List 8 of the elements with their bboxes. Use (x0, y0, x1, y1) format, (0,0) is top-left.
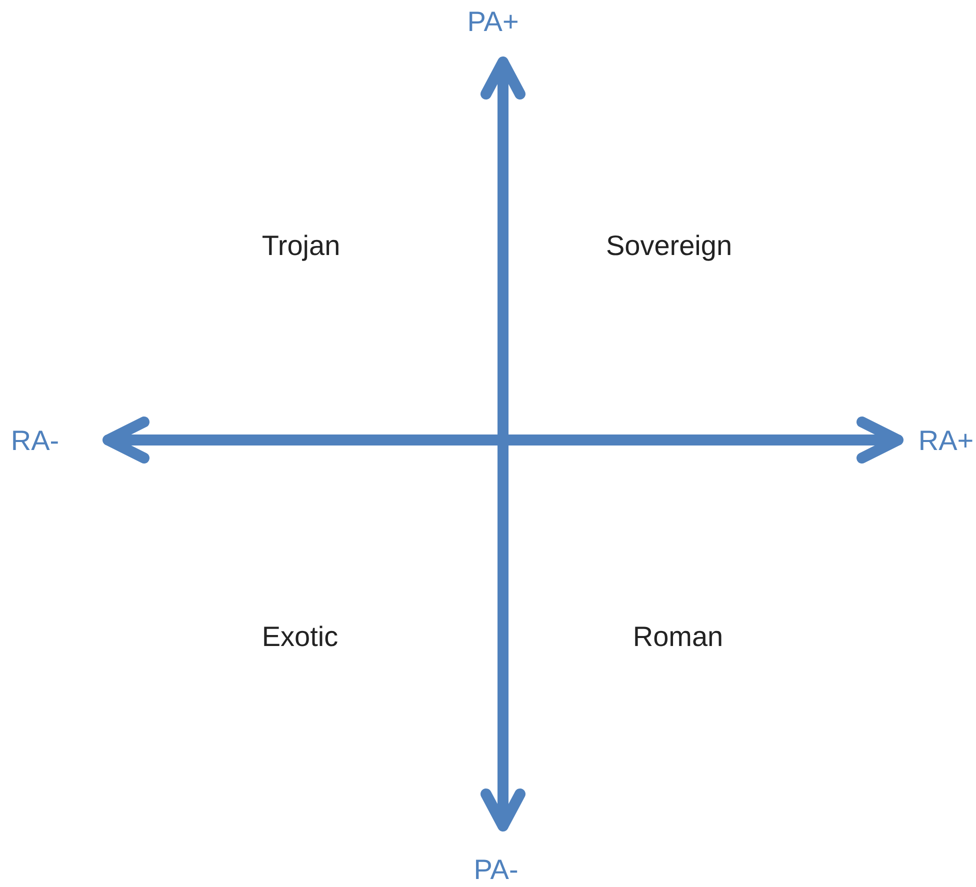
axis-label: PA+ (467, 6, 519, 38)
axis-label: RA- (10, 424, 60, 458)
axis-label: PA- (474, 854, 518, 886)
quadrant-label: Roman (632, 620, 724, 654)
axis-label: RA+ (918, 424, 974, 458)
quadrant-label: Exotic (262, 620, 338, 654)
quadrant-label: Sovereign (606, 230, 732, 262)
quadrant-label: Trojan (262, 230, 340, 262)
